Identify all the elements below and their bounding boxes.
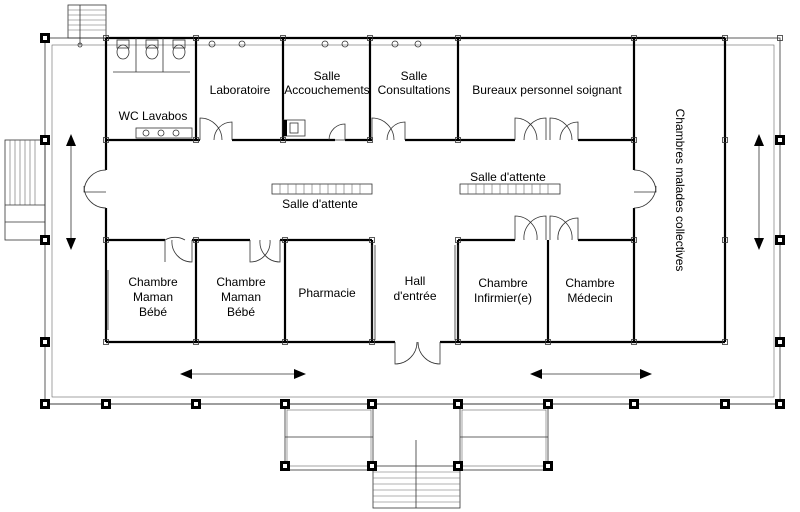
column-pillar-core (43, 402, 47, 406)
room-label-accouchements: Accouchements (284, 83, 369, 97)
sanitary-fixtures (116, 39, 422, 139)
wall-post (545, 339, 551, 345)
wall-post (280, 137, 286, 143)
room-label-chambres-collectives: Chambres malades collectives (673, 109, 687, 272)
wall-post (193, 339, 199, 345)
room-label-salle-attente: Salle d'attente (282, 197, 358, 211)
room-label-salle-attente: Salle d'attente (470, 170, 546, 184)
column-pillar-core (43, 36, 47, 40)
column-pillar-core (104, 402, 108, 406)
wall-post (369, 237, 375, 243)
bench-right (459, 183, 561, 195)
wall-post (103, 339, 109, 345)
wall-post (631, 339, 637, 345)
room-label-bureaux: Bureaux personnel soignant (472, 83, 622, 97)
room-label-chambre-infirmier: Chambre (478, 276, 528, 290)
doors (83, 117, 657, 365)
column-pillar-core (546, 402, 550, 406)
stairs-top-left (67, 4, 107, 48)
toilet-icon (172, 39, 186, 60)
room-label-chambre-maman-bebe: Maman (221, 290, 261, 304)
wall-post (103, 137, 109, 143)
wall-post (193, 35, 199, 41)
wall-post (455, 35, 461, 41)
wall-post (369, 339, 375, 345)
column-pillar-core (778, 138, 782, 142)
stairs-left (4, 139, 46, 241)
wall-post (103, 237, 109, 243)
wall-post (282, 339, 288, 345)
sink-icon (135, 127, 193, 139)
wall-post (367, 35, 373, 41)
room-label-chambre-infirmier: Infirmier(e) (474, 291, 532, 305)
circulation-arrows (66, 134, 764, 379)
bench-left (271, 183, 373, 195)
room-label-chambre-maman-bebe: Bébé (227, 305, 255, 319)
column-pillar-core (43, 340, 47, 344)
wall-post (193, 237, 199, 243)
column-pillar-core (370, 402, 374, 406)
wall-post (631, 137, 637, 143)
wall-post (455, 339, 461, 345)
wall-post (280, 35, 286, 41)
column-pillar-core (456, 402, 460, 406)
entrance-stairs (284, 403, 549, 509)
room-label-chambre-maman-bebe: Maman (133, 290, 173, 304)
column-pillar-core (456, 464, 460, 468)
wall-post (455, 137, 461, 143)
column-pillar-core (43, 138, 47, 142)
wall-post (282, 237, 288, 243)
room-label-chambre-maman-bebe: Chambre (128, 275, 178, 289)
wall-post (193, 137, 199, 143)
wall-post (722, 137, 728, 143)
columns (40, 33, 785, 471)
room-label-laboratoire: Laboratoire (210, 83, 271, 97)
wall-post (722, 339, 728, 345)
wall-post (722, 237, 728, 243)
toilet-icon (116, 39, 130, 60)
room-label-accouchements: Salle (314, 69, 341, 83)
wall-post (455, 237, 461, 243)
column-pillar-core (370, 464, 374, 468)
room-label-pharmacie: Pharmacie (298, 286, 356, 300)
wall-post (722, 35, 728, 41)
column-pillar-core (778, 402, 782, 406)
room-label-chambre-maman-bebe: Chambre (216, 275, 266, 289)
room-label-chambre-medecin: Médecin (567, 291, 612, 305)
wall-post (103, 35, 109, 41)
column-pillar-core (283, 402, 287, 406)
column-pillar-core (43, 238, 47, 242)
room-label-chambre-maman-bebe: Bébé (139, 305, 167, 319)
column-pillar-core (632, 402, 636, 406)
room-label-chambre-medecin: Chambre (565, 276, 615, 290)
room-label-consultations: Consultations (378, 83, 451, 97)
toilet-icon (145, 39, 159, 60)
room-label-hall: Hall (405, 274, 426, 288)
toilet-icon (282, 119, 306, 137)
room-label-hall: d'entrée (394, 289, 437, 303)
room-label-consultations: Salle (401, 69, 428, 83)
column-pillar-core (778, 340, 782, 344)
wall-post (631, 237, 637, 243)
room-label-wc: WC Lavabos (119, 109, 188, 123)
column-pillar-core (546, 464, 550, 468)
wall-post (631, 35, 637, 41)
wall-post (777, 35, 783, 41)
column-pillar-core (723, 402, 727, 406)
exterior-walls (104, 36, 727, 344)
column-pillar-core (778, 238, 782, 242)
wall-post (367, 137, 373, 143)
column-pillar-core (283, 464, 287, 468)
sink-icon (208, 40, 422, 48)
column-pillar-core (194, 402, 198, 406)
